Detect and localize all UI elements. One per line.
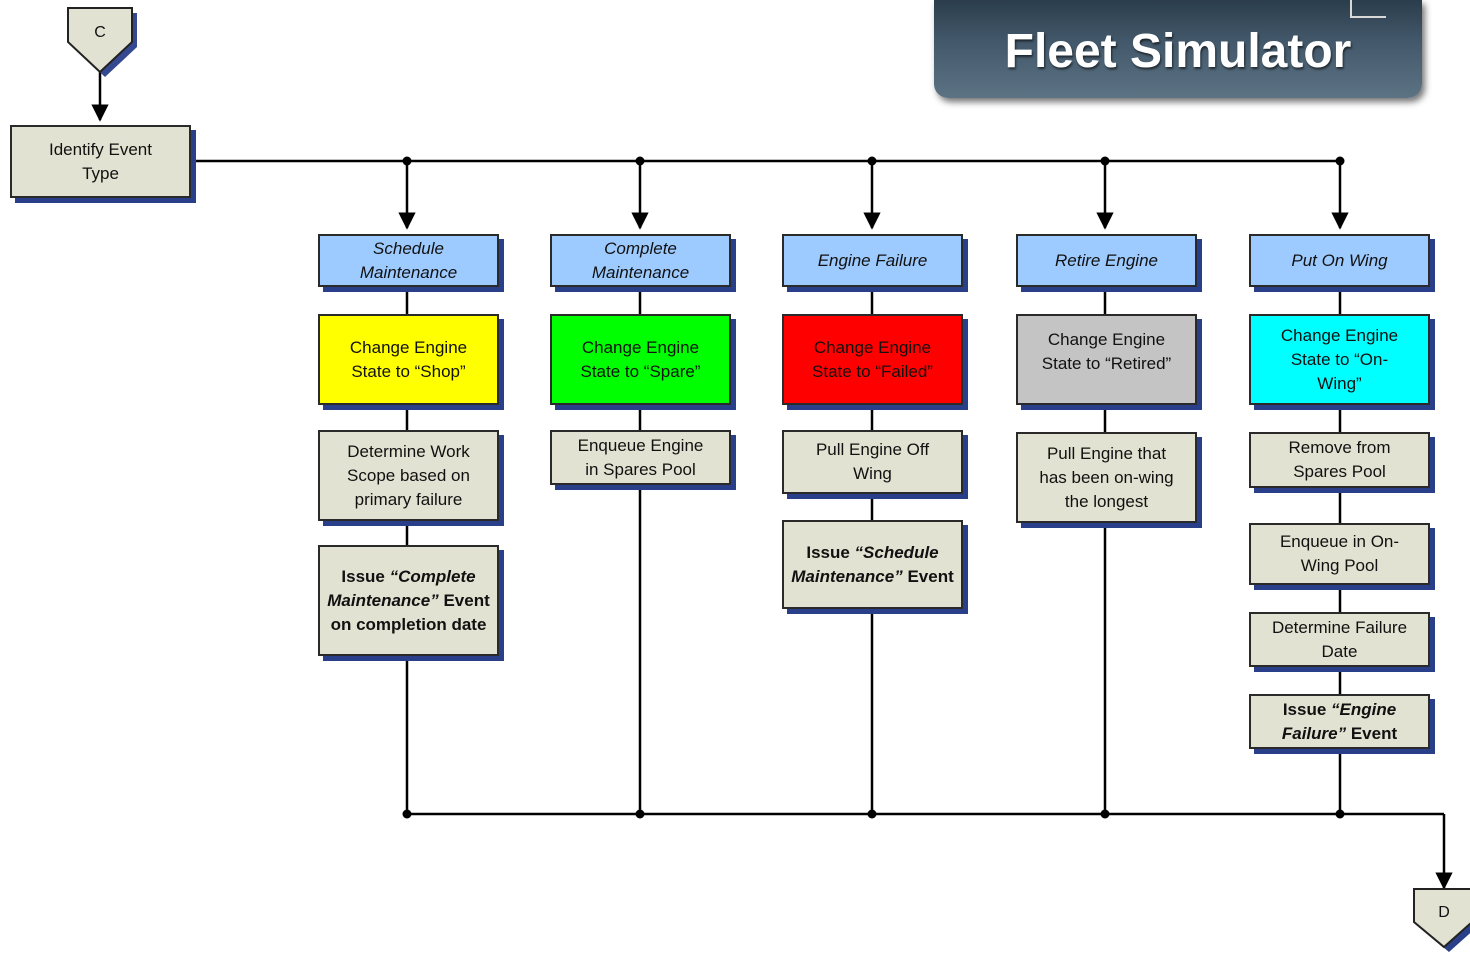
step-line: Wing Pool bbox=[1300, 556, 1379, 575]
issue-prefix: Issue bbox=[1282, 699, 1332, 719]
header-schedule-maintenance: Schedule Maintenance bbox=[318, 234, 499, 287]
step-line: Wing bbox=[853, 464, 892, 483]
header-line: Retire Engine bbox=[1054, 250, 1158, 270]
issue-suffix: Event on completion date bbox=[330, 590, 490, 634]
state-line: Change Engine bbox=[581, 337, 700, 357]
header-put-on-wing: Put On Wing bbox=[1249, 234, 1430, 287]
connector-c-label: C bbox=[94, 24, 106, 41]
header-line: Put On Wing bbox=[1291, 250, 1388, 270]
issue-quote: “Schedule Maintenance” bbox=[791, 542, 939, 586]
step-line: Enqueue in On- bbox=[1279, 532, 1400, 551]
step-box-enqueue-on-wing: Enqueue in On- Wing Pool bbox=[1249, 523, 1430, 585]
state-line: Change Engine bbox=[1280, 325, 1399, 345]
state-line: Change Engine bbox=[813, 337, 932, 357]
issue-box-complete-maintenance: Issue “Complete Maintenance” Event on co… bbox=[318, 545, 499, 656]
step-line: has been on-wing bbox=[1039, 467, 1174, 487]
junction-dot bbox=[1100, 809, 1110, 819]
header-line: Engine Failure bbox=[817, 250, 928, 270]
state-box-retired: Change Engine State to “Retired” bbox=[1016, 314, 1197, 405]
logo-art bbox=[1350, 0, 1386, 18]
issue-box-schedule-maintenance: Issue “Schedule Maintenance” Event bbox=[782, 520, 963, 609]
junction-dot bbox=[402, 156, 412, 166]
step-line: Remove from bbox=[1288, 438, 1391, 457]
header-line: Complete bbox=[604, 238, 677, 258]
identify-label-line2: Type bbox=[82, 163, 119, 183]
step-line: Date bbox=[1321, 641, 1358, 661]
header-line: Maintenance bbox=[359, 262, 458, 282]
issue-box-engine-failure: Issue “Engine Failure” Event bbox=[1249, 694, 1430, 749]
state-box-spare: Change Engine State to “Spare” bbox=[550, 314, 731, 405]
step-line: Spares Pool bbox=[1293, 462, 1386, 481]
issue-suffix: Event bbox=[1346, 723, 1398, 743]
junction-dot bbox=[867, 156, 877, 166]
issue-suffix: Event bbox=[907, 566, 954, 586]
step-line: Pull Engine that bbox=[1046, 443, 1167, 463]
header-retire-engine: Retire Engine bbox=[1016, 234, 1197, 287]
step-box-determine-work-scope: Determine Work Scope based on primary fa… bbox=[318, 430, 499, 521]
state-line: Change Engine bbox=[1047, 330, 1166, 349]
step-line: Determine Work bbox=[347, 441, 470, 461]
step-line: Determine Failure bbox=[1271, 617, 1408, 637]
step-box-pull-engine-off-wing: Pull Engine Off Wing bbox=[782, 430, 963, 494]
header-engine-failure: Engine Failure bbox=[782, 234, 963, 287]
header-complete-maintenance: Complete Maintenance bbox=[550, 234, 731, 287]
junction-dot bbox=[1335, 809, 1345, 819]
identify-event-type-box: Identify Event Type bbox=[10, 125, 191, 198]
state-line: State to “Failed” bbox=[812, 361, 933, 381]
state-line: State to “Spare” bbox=[580, 361, 701, 381]
junction-dot bbox=[1335, 156, 1345, 166]
state-line: State to “Shop” bbox=[351, 361, 466, 381]
step-line: primary failure bbox=[354, 489, 463, 509]
state-line: State to “On- bbox=[1290, 349, 1389, 369]
junction-dot bbox=[402, 809, 412, 819]
step-box-pull-longest-on-wing: Pull Engine that has been on-wing the lo… bbox=[1016, 432, 1197, 523]
banner-title: Fleet Simulator bbox=[1004, 25, 1352, 78]
step-box-determine-failure-date: Determine Failure Date bbox=[1249, 612, 1430, 667]
state-line: Change Engine bbox=[349, 337, 468, 357]
step-line: Scope based on bbox=[347, 465, 470, 485]
step-line: in Spares Pool bbox=[585, 459, 696, 479]
step-line: the longest bbox=[1064, 491, 1149, 511]
header-line: Schedule bbox=[373, 238, 444, 258]
issue-prefix: Issue bbox=[341, 566, 390, 586]
junction-dot bbox=[1100, 156, 1110, 166]
junction-dot bbox=[635, 809, 645, 819]
state-line: State to “Retired” bbox=[1041, 354, 1172, 373]
junction-dot bbox=[635, 156, 645, 166]
state-box-failed: Change Engine State to “Failed” bbox=[782, 314, 963, 405]
junction-dot bbox=[867, 809, 877, 819]
identify-label-line1: Identify Event bbox=[48, 139, 152, 159]
step-line: Pull Engine Off bbox=[815, 440, 930, 459]
state-line: Wing” bbox=[1317, 373, 1362, 393]
state-box-shop: Change Engine State to “Shop” bbox=[318, 314, 499, 405]
connector-d-label: D bbox=[1438, 904, 1450, 921]
issue-quote: “Complete Maintenance” bbox=[327, 566, 476, 610]
connector-c-shape bbox=[67, 7, 137, 77]
connector-d-shape bbox=[1413, 888, 1470, 952]
step-box-remove-from-spares: Remove from Spares Pool bbox=[1249, 432, 1430, 488]
step-line: Enqueue Engine bbox=[577, 435, 704, 455]
issue-prefix: Issue bbox=[806, 542, 855, 562]
banner: Fleet Simulator bbox=[934, 0, 1422, 98]
step-box-enqueue-spares: Enqueue Engine in Spares Pool bbox=[550, 430, 731, 485]
state-box-on-wing: Change Engine State to “On- Wing” bbox=[1249, 314, 1430, 405]
header-line: Maintenance bbox=[591, 262, 690, 282]
issue-quote: “Engine Failure” bbox=[1281, 699, 1397, 743]
